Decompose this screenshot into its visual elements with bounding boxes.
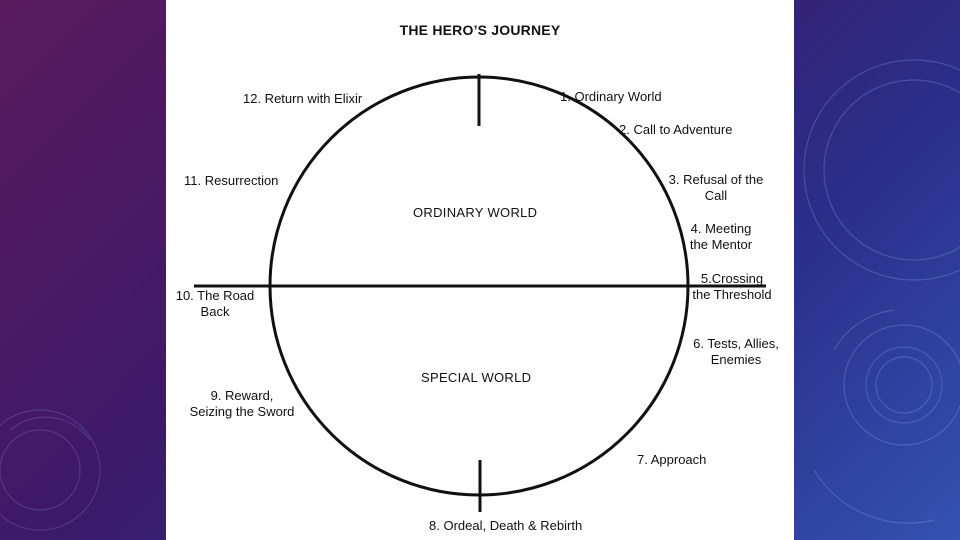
stage-10-label: 10. The Road Back (175, 288, 255, 319)
journey-diagram (194, 74, 766, 512)
decorative-background-right (803, 59, 960, 524)
diagram-title: THE HERO’S JOURNEY (399, 22, 561, 38)
stage-5-label: 5.Crossing the Threshold (692, 271, 772, 302)
decorative-background-left (0, 409, 101, 531)
stage-8-label: 8. Ordeal, Death & Rebirth (429, 518, 583, 533)
ordinary-world-region-label: ORDINARY WORLD (413, 205, 538, 220)
stage-1-label: 1. Ordinary World (560, 89, 662, 104)
diagram-panel: THE HERO’S JOURNEY ORDINARY WORLD SPECIA… (166, 0, 794, 540)
stage-6-label: 6. Tests, Allies, Enemies (693, 336, 779, 367)
stage-3-label: 3. Refusal of the Call (668, 172, 764, 203)
stage-12-label: 12. Return with Elixir (243, 91, 363, 106)
stage-2-label: 2. Call to Adventure (619, 122, 733, 137)
stage-7-label: 7. Approach (637, 452, 707, 467)
stage-11-label: 11. Resurrection (184, 173, 279, 188)
stage-4-label: 4. Meeting the Mentor (689, 221, 753, 252)
special-world-region-label: SPECIAL WORLD (421, 370, 532, 385)
stage-9-label: 9. Reward, Seizing the Sword (189, 388, 295, 419)
